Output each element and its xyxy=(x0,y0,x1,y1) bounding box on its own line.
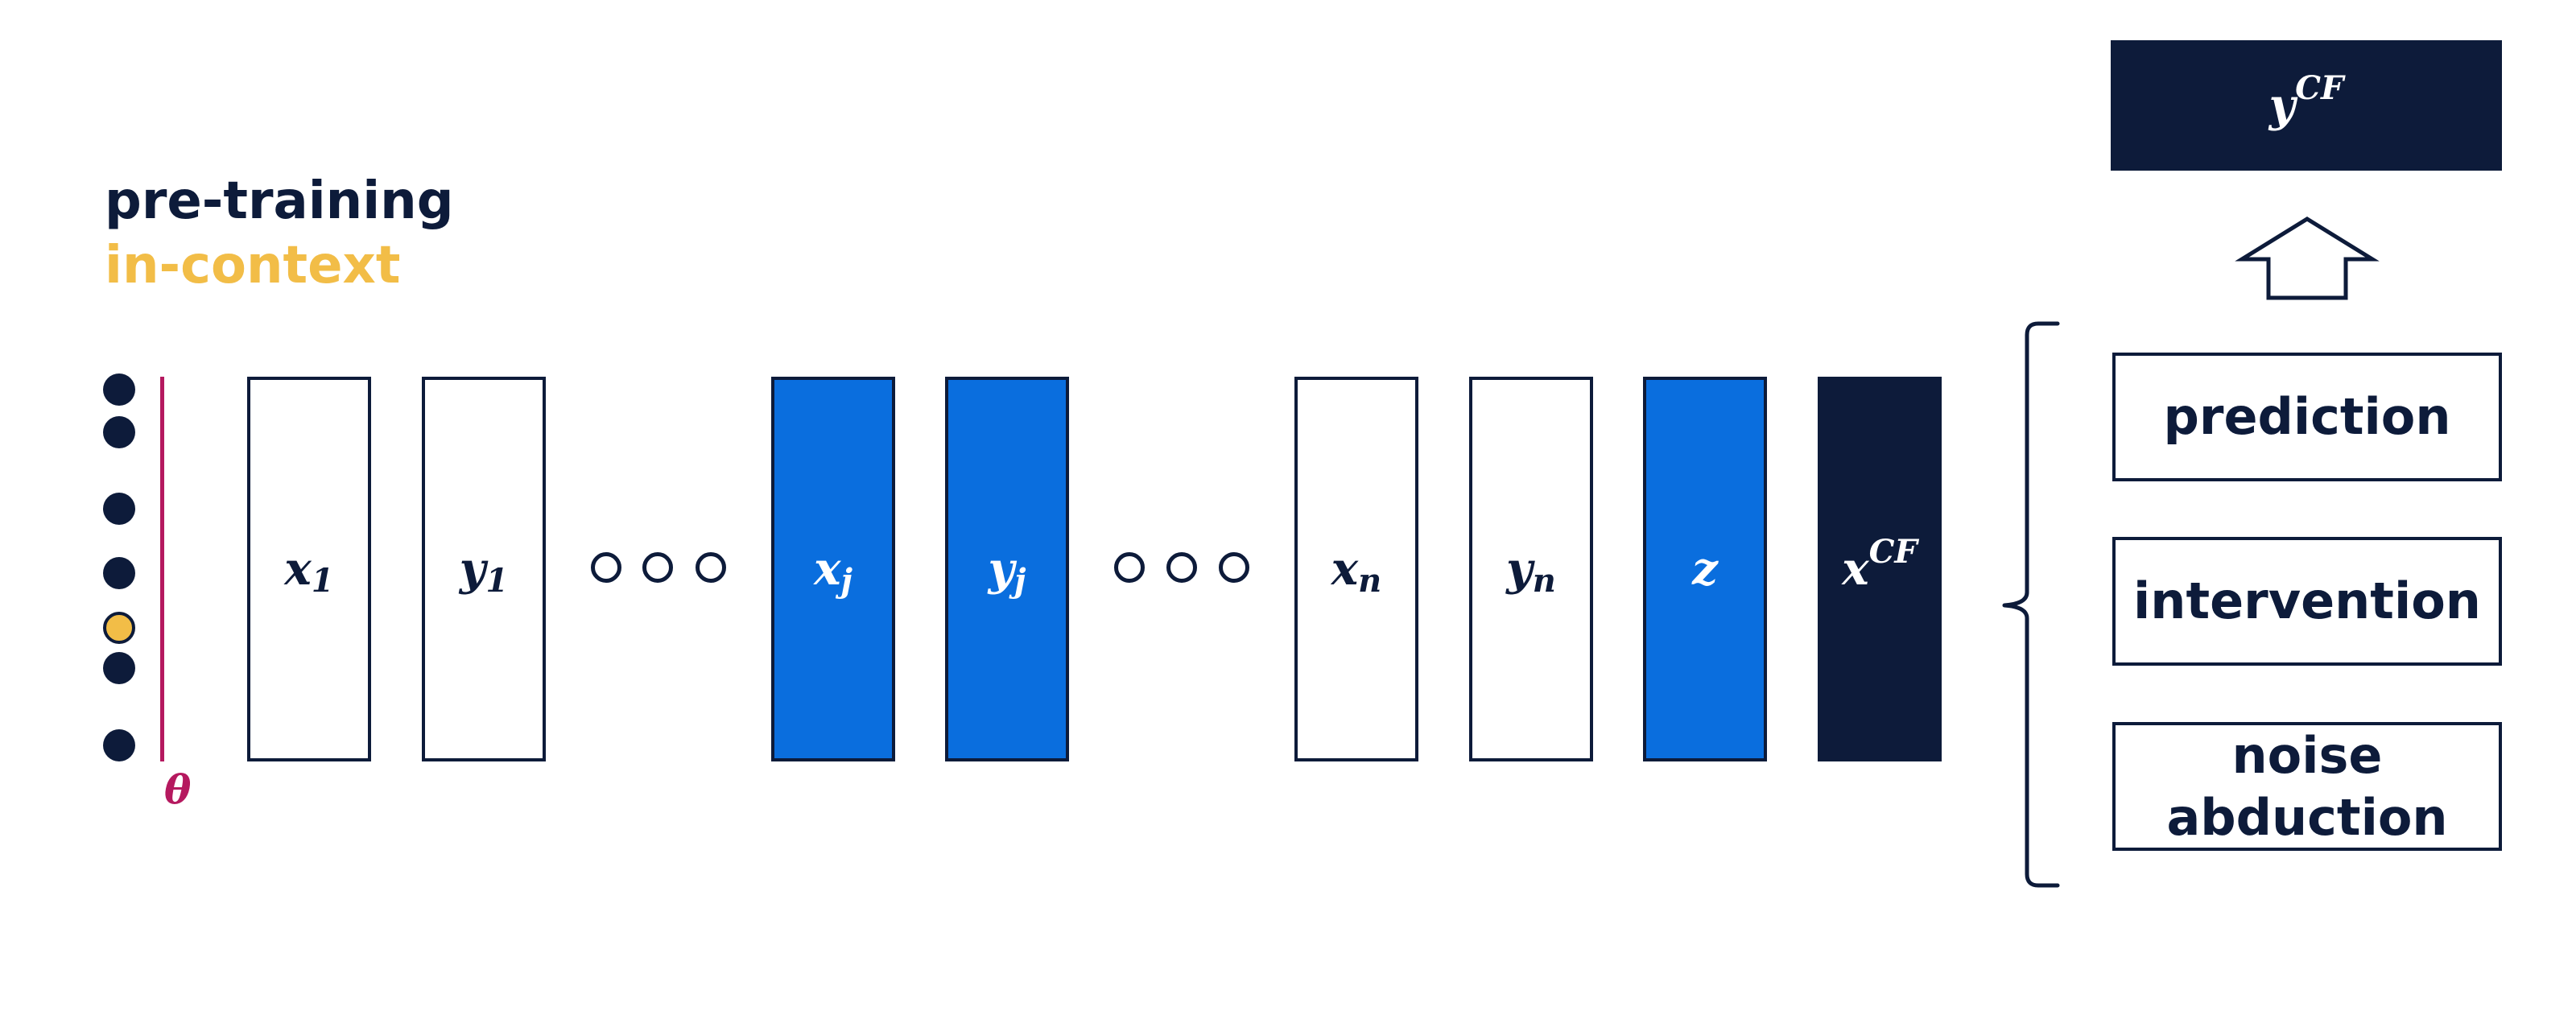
token-base: x xyxy=(1331,543,1359,596)
training-dot xyxy=(103,729,135,761)
token-base: x xyxy=(1842,543,1869,596)
task-noise-abduction: noise abduction xyxy=(2112,722,2502,851)
token-base: y xyxy=(988,543,1015,596)
task-abduction-label: abduction xyxy=(2166,788,2448,847)
training-dot xyxy=(103,557,135,589)
output-sup: CF xyxy=(2295,68,2344,107)
theta-label: θ xyxy=(164,765,192,813)
task-prediction: prediction xyxy=(2112,353,2502,481)
token-sup: CF xyxy=(1868,532,1918,571)
task-intervention: intervention xyxy=(2112,537,2502,666)
ellipsis-circle-icon xyxy=(1219,552,1249,583)
task-prediction-label: prediction xyxy=(2163,387,2451,447)
ellipsis-circle-icon xyxy=(1166,552,1197,583)
training-dot xyxy=(103,373,135,406)
left-brace-icon xyxy=(2002,321,2060,888)
ellipsis-circle-icon xyxy=(591,552,621,583)
token-sub: j xyxy=(840,561,852,600)
output-base: y xyxy=(2268,79,2296,132)
token-sub: n xyxy=(1358,561,1382,600)
incontext-dot xyxy=(103,612,135,644)
task-noise-label: noise xyxy=(2231,725,2383,785)
token-sub: 1 xyxy=(485,561,509,600)
ellipsis-circle-icon xyxy=(1114,552,1145,583)
token-base: x xyxy=(284,543,312,596)
up-arrow-icon xyxy=(2235,217,2380,300)
theta-line xyxy=(160,377,164,761)
training-dot xyxy=(103,416,135,448)
token-sub: j xyxy=(1014,561,1026,600)
training-dot xyxy=(103,493,135,525)
legend-pretraining: pre-training xyxy=(105,171,454,231)
token-base: x xyxy=(814,543,841,596)
legend-incontext: in-context xyxy=(105,236,401,295)
token-sub: 1 xyxy=(311,561,334,600)
task-intervention-label: intervention xyxy=(2133,572,2481,631)
token-base: z xyxy=(1692,543,1718,596)
training-dot xyxy=(103,652,135,684)
ellipsis-circle-icon xyxy=(696,552,726,583)
token-z: z xyxy=(1643,377,1767,761)
token-base: y xyxy=(459,543,486,596)
ellipsis-circle-icon xyxy=(642,552,673,583)
token-base: y xyxy=(1506,543,1533,596)
token-sub: n xyxy=(1532,561,1556,600)
